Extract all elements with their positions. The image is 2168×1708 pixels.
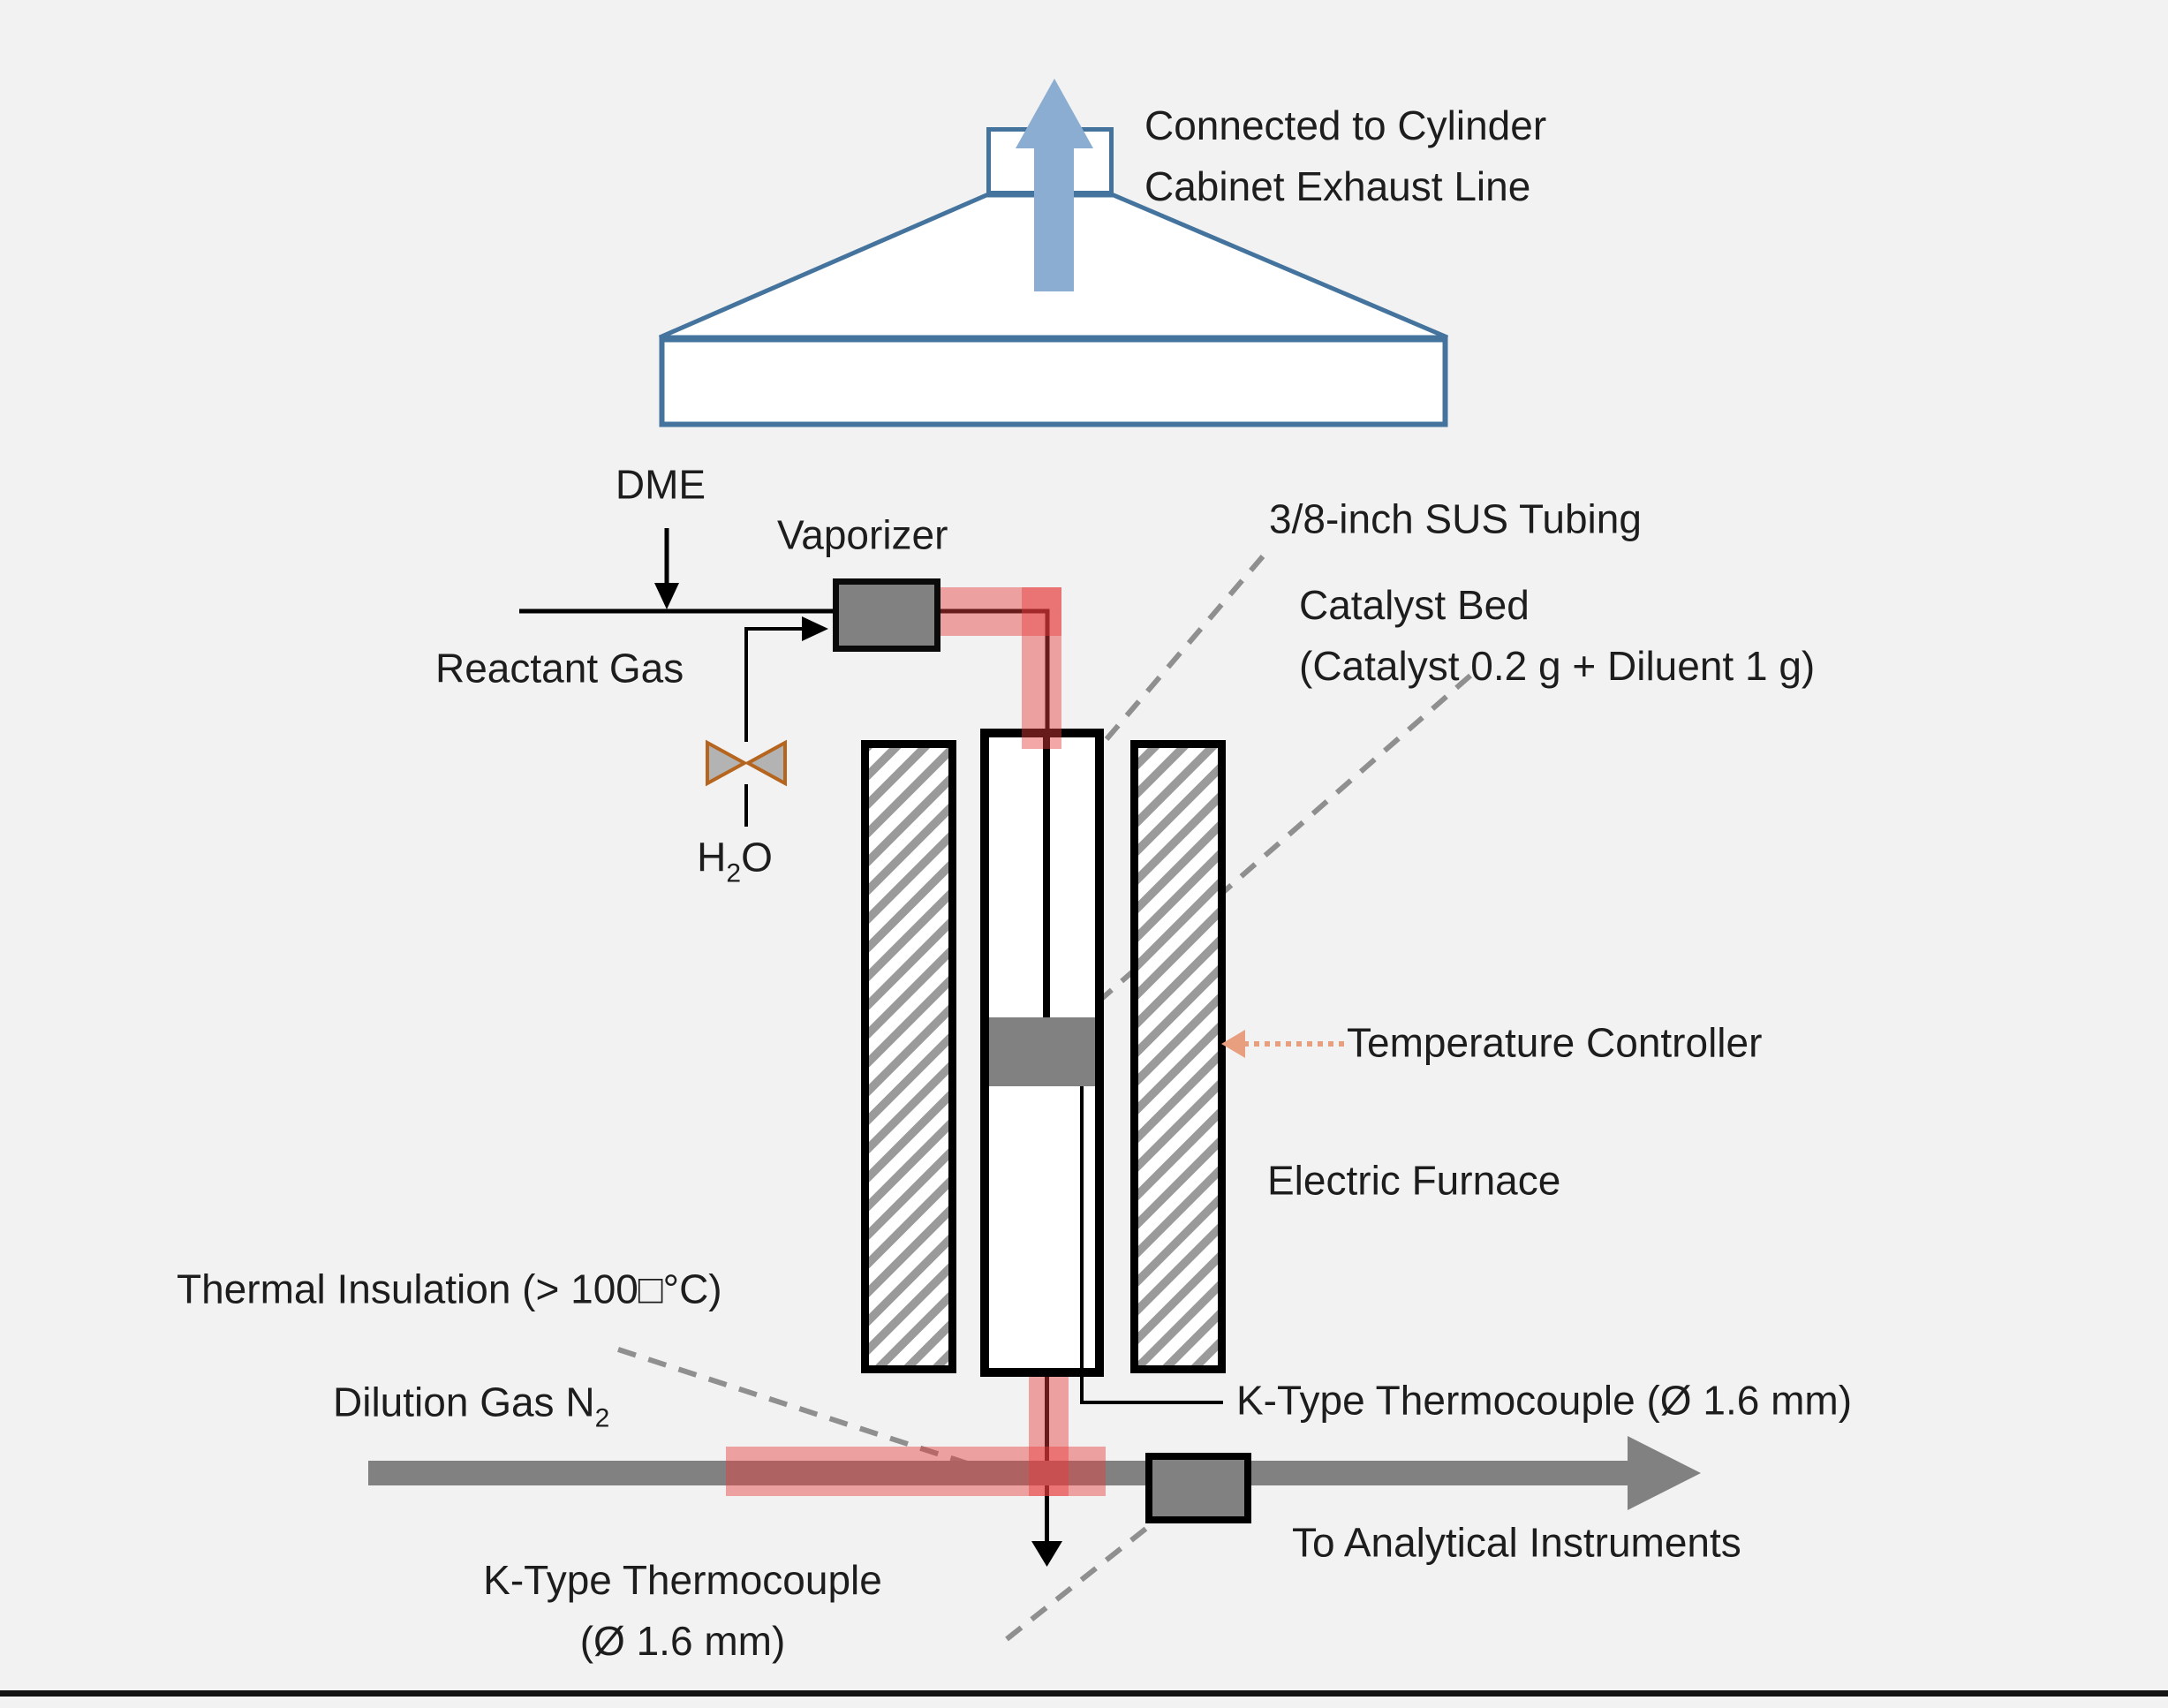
vaporizer-label: Vaporizer [777,511,948,558]
temperature-controller-label: Temperature Controller [1347,1019,1763,1066]
catalyst-bed-label: Catalyst Bed (Catalyst 0.2 g + Diluent 1… [1299,575,1815,697]
h2o-post: O [741,834,773,880]
exhaust-connection-label: Connected to Cylinder Cabinet Exhaust Li… [1144,95,1546,217]
catalyst-bed-line2: (Catalyst 0.2 g + Diluent 1 g) [1299,643,1816,689]
dme-label: DME [615,461,706,508]
thermal-insulation-leader-dash [617,1347,1003,1477]
thermocouple-right-label: K-Type Thermocouple (Ø 1.6 mm) [1236,1377,1853,1424]
dilution-gas-sub: 2 [594,1403,610,1433]
h2o-label: H2O [697,828,773,894]
temperature-controller-arrow-head-icon [1221,1030,1245,1058]
dilution-gas-pre: Dilution Gas N [333,1379,595,1425]
reactant-gas-label: Reactant Gas [435,645,684,692]
reactant-gas-arrow-head-icon [802,616,828,641]
heated-tubing-highlight-bottom-horizontal [726,1447,1106,1496]
dme-down-arrow-head-icon [654,583,679,609]
valve-left-triangle-icon [706,739,749,787]
exhaust-flow-up-arrow-icon [1016,79,1093,291]
outlet-down-arrow-head-icon [1031,1541,1062,1567]
h2o-sub: 2 [726,858,742,888]
heated-tubing-highlight-top-vertical [1022,587,1061,749]
sus-tubing-label: 3/8-inch SUS Tubing [1269,495,1642,542]
thermocouple-bottom-line2: (Ø 1.6 mm) [579,1618,786,1664]
vaporizer-box [833,578,940,652]
sampling-box [1145,1453,1251,1523]
heated-tubing-highlight-top-horizontal [940,587,1061,636]
catalyst-bed-block [989,1017,1095,1086]
thermocouple-bottom-label: K-Type Thermocouple (Ø 1.6 mm) [483,1550,882,1672]
sus-tubing-leader-dash [1104,555,1265,741]
sus-tubing-line [940,608,1050,736]
furnace-wall-right [1130,740,1226,1373]
heated-tubing-highlight-bottom-vertical [1029,1377,1069,1496]
to-analytical-label: To Analytical Instruments [1292,1519,1741,1566]
thermocouple-right-leader-line [1080,1086,1223,1404]
exhaust-connection-line2: Cabinet Exhaust Line [1144,163,1531,209]
dilution-gas-label: Dilution Gas N2 [333,1372,609,1439]
thermocouple-bottom-leader-dash [1005,1524,1150,1642]
electric-furnace-label: Electric Furnace [1267,1157,1561,1204]
figure-bottom-border [0,1690,2168,1697]
thermal-insulation-label: Thermal Insulation (> 100□°C) [177,1266,722,1312]
furnace-wall-left [861,740,956,1373]
product-stream-arrow [368,1436,1701,1510]
valve-right-triangle-icon [744,739,787,787]
h2o-pre: H [697,834,727,880]
exhaust-hood-base [659,336,1448,427]
thermocouple-bottom-line1: K-Type Thermocouple [483,1557,882,1603]
reactant-gas-line [744,627,802,742]
exhaust-connection-line1: Connected to Cylinder [1144,102,1547,148]
catalyst-bed-line1: Catalyst Bed [1299,582,1530,628]
